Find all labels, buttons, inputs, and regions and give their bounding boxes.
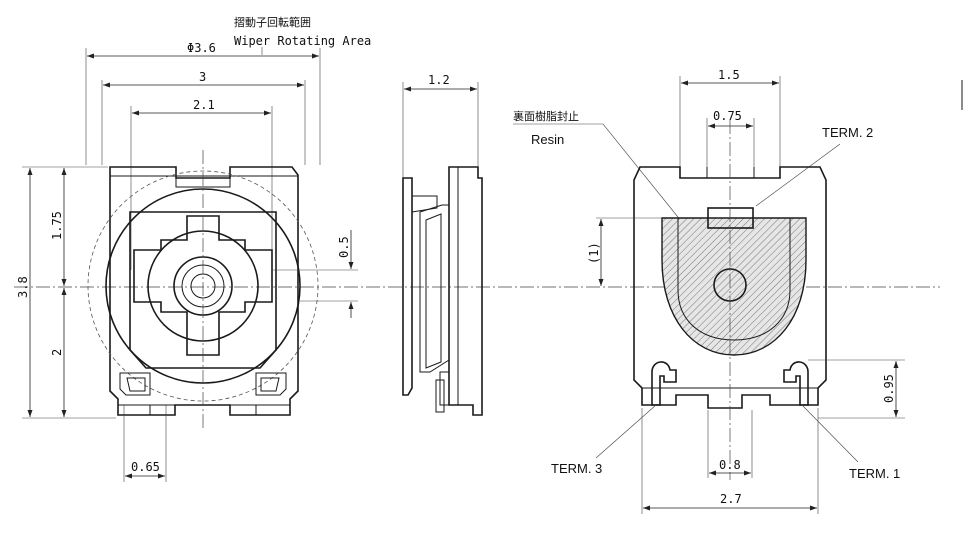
terminal-right-inner	[260, 377, 280, 392]
terminal-left	[119, 372, 151, 396]
side-terminal-foot	[435, 379, 445, 413]
term2-tab	[707, 207, 754, 229]
dim-inner-label: 2.1	[193, 98, 215, 112]
term2-slot-edges	[706, 167, 755, 178]
resin-label: Resin	[531, 132, 564, 147]
dim-offset-label: 0.5	[337, 236, 351, 258]
wiper-area-title-jp: 摺動子回転範囲	[234, 15, 311, 29]
cross-slot	[133, 215, 273, 356]
dim-width-top-label: 1.5	[718, 68, 740, 82]
term3-hook	[651, 361, 677, 406]
terminal-left-inner	[126, 377, 146, 392]
front-view: 摺動子回転範囲 Wiper Rotating Area Φ3.6 3 2.1	[16, 15, 371, 482]
side-wiper-plate	[402, 177, 413, 396]
side-view: 1.2	[402, 73, 483, 416]
side-rotor	[419, 204, 450, 373]
rotor-inner-ring	[147, 230, 259, 342]
dim-term-height-label: 0.95	[882, 374, 896, 403]
term1-hook	[783, 361, 809, 406]
top-notch	[175, 167, 231, 188]
dim-term-gap-label: 0.8	[719, 458, 741, 472]
dim-terminal-label: 0.65	[131, 460, 160, 474]
resin-area	[661, 217, 807, 356]
dim-top-height-label: 1.75	[50, 211, 64, 240]
dim-total-height-label: 3.8	[16, 276, 30, 298]
term1-leader	[801, 404, 859, 463]
side-arm-top	[411, 195, 438, 213]
dim-term2-width-label: 0.75	[713, 109, 742, 123]
term1-label: TERM. 1	[849, 466, 900, 481]
dim-width-bottom-label: 2.7	[720, 492, 742, 506]
term3-label: TERM. 3	[551, 461, 602, 476]
dim-thickness-label: 1.2	[428, 73, 450, 87]
back-body-outline	[633, 166, 827, 409]
side-body	[448, 166, 483, 416]
side-rotor-inner	[425, 213, 442, 369]
wiper-area-title-en: Wiper Rotating Area	[234, 34, 371, 48]
side-terminal	[439, 371, 450, 406]
terminal-right	[255, 372, 287, 396]
dim-resin-offset-label: (1)	[587, 242, 601, 264]
resin-inner-u	[677, 218, 791, 341]
dim-phi-label: Φ3.6	[187, 41, 216, 55]
term2-label: TERM. 2	[822, 125, 873, 140]
term2-leader	[755, 143, 841, 207]
body-outline	[109, 166, 299, 416]
resin-leader	[513, 123, 691, 233]
rotor-body	[129, 211, 277, 369]
dim-bottom-height-label: 2	[50, 349, 64, 356]
term3-leader	[595, 404, 657, 459]
wiper-area-circle	[87, 170, 319, 402]
back-view: 1.5 0.75 裏面樹脂封止 Resin TERM. 2 (1)	[513, 68, 905, 514]
resin-label-jp: 裏面樹脂封止	[513, 109, 579, 123]
dim-width-label: 3	[199, 70, 206, 84]
